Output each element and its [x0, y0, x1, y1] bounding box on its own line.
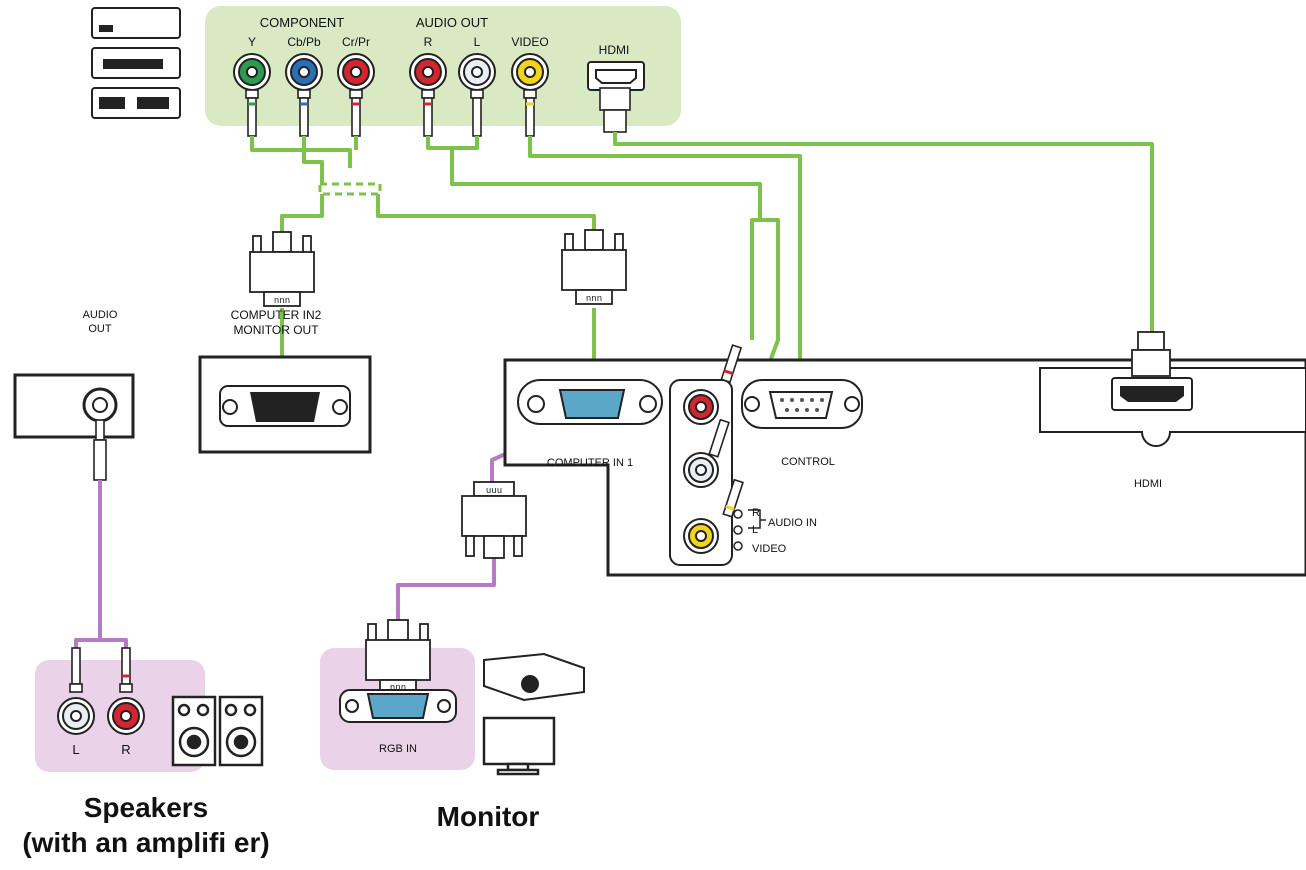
rca-plug-projector-l — [708, 418, 730, 458]
projector-hdmi-label: HDMI — [1134, 478, 1162, 490]
rca-plug-video — [523, 89, 537, 137]
source-r-label: R — [424, 35, 433, 49]
vga-plug-computer-in2: nnn — [249, 231, 315, 307]
audio-out-jack-label-1: AUDIO — [83, 309, 118, 321]
audio-out-jack-port — [13, 373, 135, 439]
rca-plug-audio-r — [421, 89, 435, 137]
rca-plug-speaker-l — [69, 647, 83, 693]
rca-plug-projector-r — [720, 344, 743, 384]
computer-in2-label: COMPUTER IN2 — [231, 308, 322, 322]
audio-in-r-jack — [683, 389, 719, 425]
rca-plug-cbpb — [297, 89, 311, 137]
speaker-l-jack — [57, 697, 95, 735]
source-hdmi-port-icon — [587, 61, 645, 91]
speaker-r-jack — [107, 697, 145, 735]
monitor-icon — [482, 716, 556, 776]
cable-splitter — [318, 182, 382, 196]
svg-text:nnn: nnn — [586, 294, 602, 304]
speaker-r-label: R — [121, 742, 130, 757]
cbpb-label: Cb/Pb — [287, 35, 321, 49]
svg-text:nnn: nnn — [390, 683, 406, 693]
video-out-jack — [511, 53, 549, 91]
audio-in-r-label: R — [752, 507, 760, 519]
source-video-label: VIDEO — [511, 35, 548, 49]
audio-out-jack-label-2: OUT — [88, 323, 112, 335]
component-label: COMPONENT — [260, 15, 345, 30]
rca-plug-y — [245, 89, 259, 137]
rca-plug-audio-l — [470, 89, 484, 137]
speakers-caption-sub: (with an amplifi er) — [22, 827, 269, 858]
vga-plug-monitor-out: uuu — [461, 481, 527, 559]
audio-in-l-jack — [683, 452, 719, 488]
svg-text:nnn: nnn — [274, 296, 290, 306]
audio-in-label: AUDIO IN — [768, 517, 817, 529]
source-hdmi-label: HDMI — [599, 43, 630, 57]
component-cbpb-jack — [285, 53, 323, 91]
speakers-icon — [171, 695, 264, 767]
monitor-out-port — [198, 355, 372, 454]
audio-out-r-jack — [409, 53, 447, 91]
rca-plug-speaker-r — [119, 647, 133, 693]
y-label: Y — [248, 35, 256, 49]
audio-out-l-jack — [458, 53, 496, 91]
rca-plug-crpr — [349, 89, 363, 137]
speaker-l-label: L — [72, 742, 79, 757]
audio-out-label: AUDIO OUT — [416, 15, 488, 30]
svg-text:uuu: uuu — [486, 486, 502, 496]
rgb-in-port — [339, 689, 457, 723]
audio-in-l-label: L — [752, 524, 758, 536]
projector-icon — [483, 652, 585, 702]
component-y-jack — [233, 53, 271, 91]
control-port — [741, 379, 863, 429]
hdmi-plug-projector — [1131, 331, 1171, 377]
vga-plug-computer-in1: nnn — [561, 229, 627, 305]
mini-plug-audio — [93, 419, 107, 481]
component-crpr-jack — [337, 53, 375, 91]
projector-hdmi-section — [1039, 367, 1306, 447]
rca-plug-projector-video — [722, 478, 744, 518]
source-l-label: L — [474, 35, 481, 49]
video-in-label: VIDEO — [752, 543, 787, 555]
hdmi-plug-source — [599, 87, 631, 133]
speakers-caption: Speakers — [84, 792, 209, 823]
computer-in1-label: COMPUTER IN 1 — [547, 457, 633, 469]
audio-in-indicators — [733, 509, 766, 551]
monitor-out-label: MONITOR OUT — [233, 323, 319, 337]
control-label: CONTROL — [781, 456, 835, 468]
crpr-label: Cr/Pr — [342, 35, 370, 49]
monitor-caption: Monitor — [437, 801, 540, 832]
computer-in1-port — [516, 379, 664, 425]
rgb-in-label: RGB IN — [379, 743, 417, 755]
av-devices-icon — [91, 7, 181, 119]
video-in-jack — [683, 518, 719, 554]
